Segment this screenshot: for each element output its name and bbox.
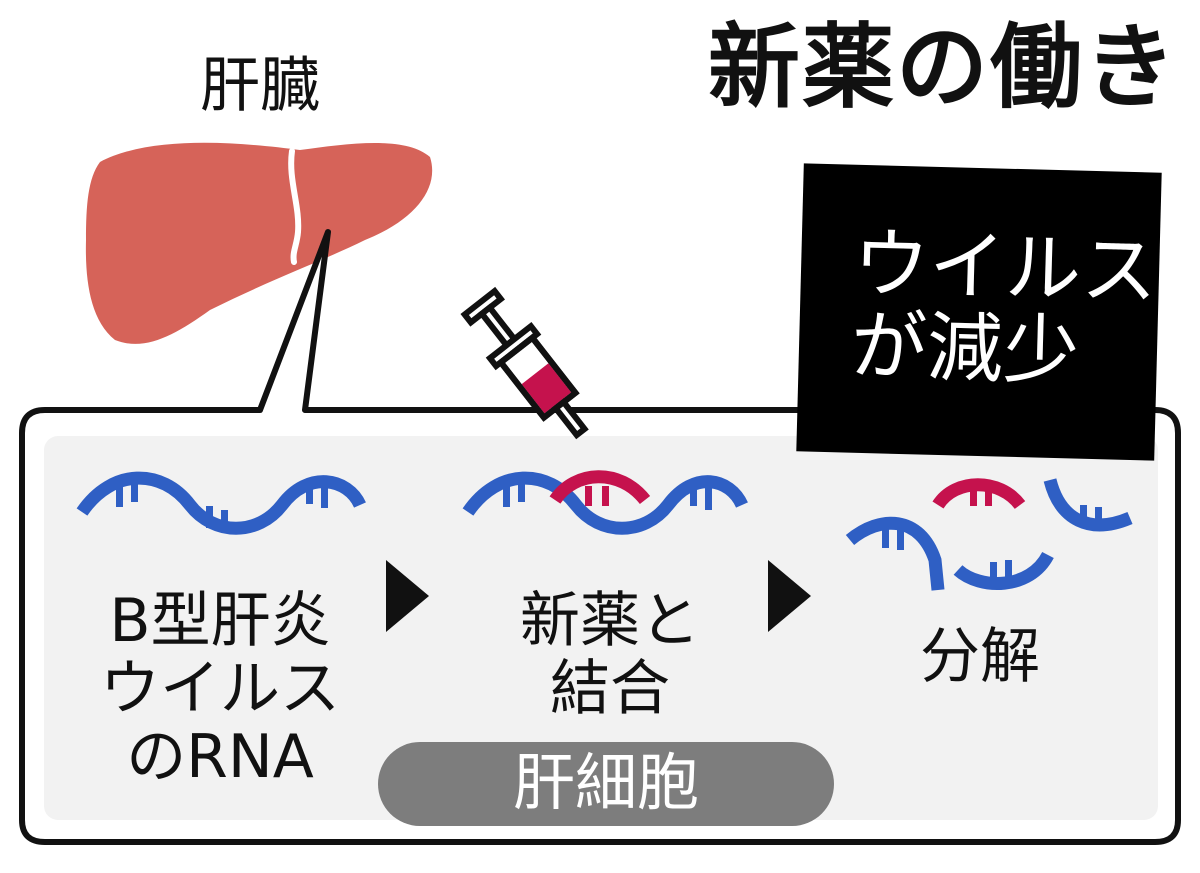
arrow-right-icon bbox=[768, 560, 811, 632]
step1-line1: B型肝炎 bbox=[109, 586, 331, 656]
rna-strand-icon bbox=[462, 471, 748, 535]
step2-line1: 新薬と bbox=[520, 586, 700, 656]
liver-lobe-divider bbox=[288, 148, 302, 265]
liver-label: 肝臓 bbox=[200, 51, 320, 121]
liver-cell-pill: 肝細胞 bbox=[378, 742, 834, 826]
arrow-right-icon bbox=[386, 560, 429, 632]
rna-bases bbox=[116, 480, 328, 532]
diagram-title: 新薬の働き bbox=[708, 14, 1179, 121]
rna-bases bbox=[503, 480, 712, 510]
result-label-line2: が減少 bbox=[849, 300, 1081, 396]
liver-icon bbox=[85, 142, 433, 344]
step2-line2: 結合 bbox=[550, 653, 670, 724]
rna-fragments bbox=[845, 478, 1133, 591]
rna-fragment-bases bbox=[882, 505, 1102, 582]
step1-line2: ウイルス bbox=[100, 653, 340, 724]
drug-bases bbox=[970, 488, 992, 506]
liver-cell-label: 肝細胞 bbox=[512, 746, 699, 819]
drug-bases bbox=[585, 486, 609, 506]
step-label-binding: 新薬と 結合 bbox=[460, 586, 760, 724]
result-label-line1: ウイルス bbox=[852, 218, 1159, 316]
drug-fragment bbox=[932, 478, 1026, 510]
step3-line1: 分解 bbox=[920, 622, 1040, 692]
step-label-decomposition: 分解 bbox=[830, 622, 1130, 692]
drug-strand bbox=[549, 470, 651, 505]
cell-panel bbox=[44, 436, 1158, 820]
result-label: ウイルス が減少 bbox=[849, 218, 1159, 396]
syringe-icon bbox=[460, 286, 589, 440]
step1-line3: のRNA bbox=[126, 721, 314, 792]
result-box: ウイルス が減少 bbox=[796, 163, 1162, 461]
step-label-viral-rna: B型肝炎 ウイルス のRNA bbox=[70, 586, 370, 792]
